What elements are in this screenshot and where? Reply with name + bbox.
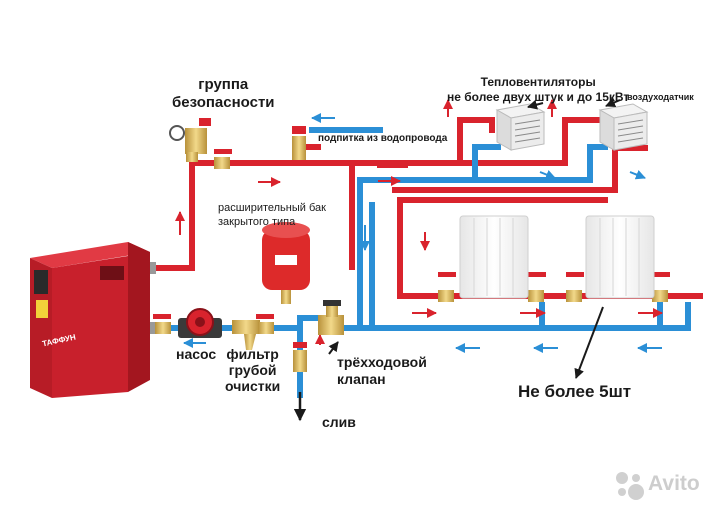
pointer-lines [328,97,621,379]
avito-logo-icon [616,472,644,500]
ball-valve-icon [214,149,232,169]
ball-valve-icon [566,272,584,302]
avito-watermark: Avito [648,472,700,495]
three-way-valve-line-1: трёхходовой [337,354,427,370]
pump-icon [178,308,222,338]
drain-valve-icon [293,342,307,372]
makeup-valve-icon [292,126,306,160]
three-way-valve-icon [318,300,344,335]
flow-arrow-down [539,170,556,180]
coarse-filter-line-1: фильтр [226,346,279,362]
filter-icon [232,320,260,350]
coarse-filter-label: фильтр грубой очистки [225,346,280,394]
ball-valve-icon [153,314,171,334]
flow-arrow-down [629,170,646,180]
coarse-filter-line-3: очистки [225,378,281,394]
three-way-valve-label: трёхходовой клапан [337,354,427,388]
safety-group-line-2: безопасности [172,94,275,111]
air-sensor-label: воздуходатчик [627,92,694,102]
max-radiators-label: Не более 5шт [518,382,632,401]
radiator-icon [585,215,655,299]
expansion-tank-label: расширительный бак закрытого типа [218,201,326,229]
safety-group-line-1: группа [198,76,249,93]
supply-pipes [147,117,703,299]
pump-label: насос [176,346,217,362]
three-way-valve-line-2: клапан [337,371,386,387]
return-pipes [147,127,691,398]
safety-group-icon [169,118,211,162]
coarse-filter-line-2: грубой [228,362,277,378]
expansion-tank-icon [262,222,310,304]
ball-valve-icon [652,272,670,302]
water-makeup-label: подпитка из водопровода [318,133,448,144]
boiler-icon [30,242,156,398]
heat-fans-label: Тепловентиляторы не более двух штук и до… [447,75,629,105]
expansion-tank-line-2: закрытого типа [218,216,296,228]
ball-valve-icon [438,272,456,302]
radiator-icon [459,215,529,299]
ball-valve-icon [256,314,274,334]
heat-fans-line-1: Тепловентиляторы [480,75,596,89]
ball-valves [153,149,670,334]
heat-fans-line-2: не более двух штук и до 15кВт [447,90,630,104]
ball-valve-icon [528,272,546,302]
drain-label: слив [322,414,356,430]
heat-fan-icon [495,103,546,151]
safety-group-label: группа безопасности [172,76,275,112]
expansion-tank-line-1: расширительный бак [218,202,326,214]
heat-fan-icon [598,103,649,151]
